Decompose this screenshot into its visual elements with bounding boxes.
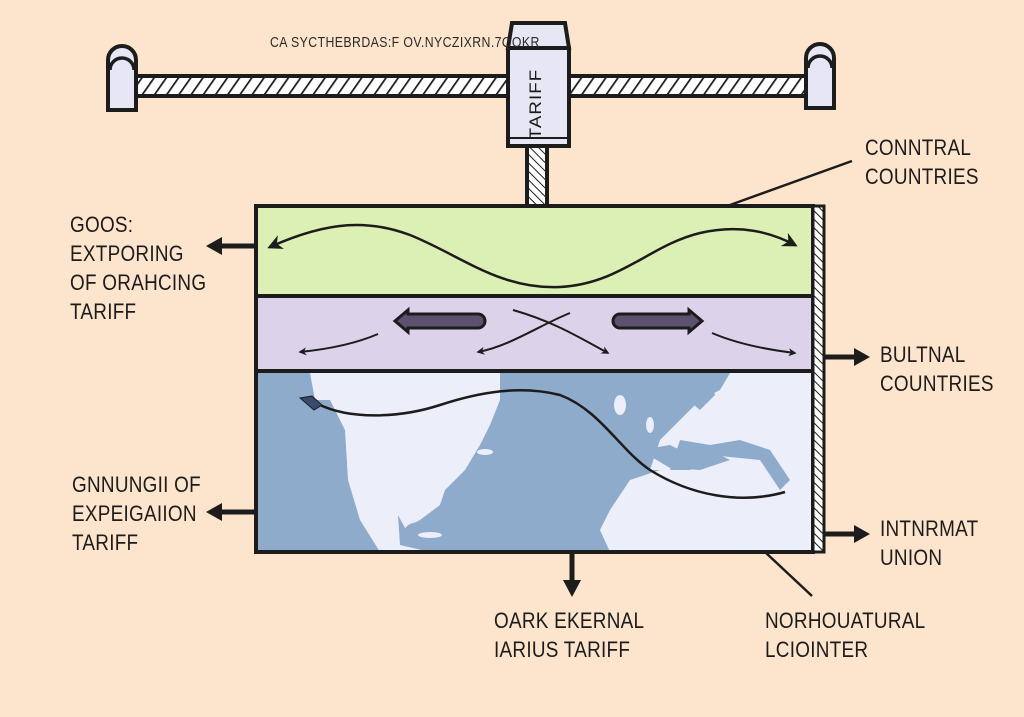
label-line: GOOS: <box>70 212 134 237</box>
label-line: EXTPORING <box>70 241 184 266</box>
trade-route-line <box>317 389 786 499</box>
label-line: INTNRMAT <box>880 516 979 541</box>
left-post-icon <box>106 44 138 112</box>
trade-pill-right-icon <box>611 306 705 336</box>
cross-arrow-1 <box>512 309 610 354</box>
label-line: OF ORAHCING <box>70 270 207 295</box>
label-goods-exporting: GOOS: EXTPORING OF ORAHCING TARIFF <box>70 210 206 326</box>
leader-central <box>729 159 853 207</box>
label-common-external-tariff: OARK EKERNAL IARIUS TARIFF <box>494 606 644 664</box>
ship-icon <box>298 395 323 411</box>
leader-north <box>764 551 813 597</box>
label-line: IARIUS TARIFF <box>494 637 631 662</box>
label-line: NORHOUATURAL <box>765 608 926 633</box>
curve-arrow-left <box>298 333 379 356</box>
arrow-left-change-expedition <box>206 503 256 521</box>
label-line: UNION <box>880 545 943 570</box>
label-line: CONNTRAL <box>865 135 972 160</box>
arrow-left-goods-exporting <box>206 237 256 255</box>
label-line: EXPEIGAIION <box>72 501 197 526</box>
arrow-down-common-external <box>563 552 581 597</box>
label-central-countries: CONNTRAL COUNTRIES <box>865 133 979 191</box>
label-line: TARIFF <box>72 530 139 555</box>
gate-sign-label: TARIFF <box>526 68 545 140</box>
trade-pill-left-icon <box>392 306 487 336</box>
label-line: BULTNAL <box>880 342 966 367</box>
label-line: LCIOINTER <box>765 637 869 662</box>
top-caption: CA SYCTHEBRDAS:F OV.NYCZIXRN.7QOKR <box>270 34 540 51</box>
wave-arrow-top <box>267 223 798 289</box>
tariff-booth <box>505 21 572 148</box>
right-post-icon <box>804 42 836 110</box>
label-line: GNNUNGII OF <box>72 472 201 497</box>
label-internal-union: INTNRMAT UNION <box>880 514 978 572</box>
gate-pole <box>525 144 549 210</box>
label-line: COUNTRIES <box>865 164 979 189</box>
label-north-cultural: NORHOUATURAL LCIOINTER <box>765 606 925 664</box>
label-line: COUNTRIES <box>880 371 994 396</box>
label-change-expedition: GNNUNGII OF EXPEIGAIION TARIFF <box>72 470 201 557</box>
cross-arrow-2 <box>476 312 571 355</box>
barrier-arm <box>133 74 812 98</box>
arrow-right-internal <box>824 525 870 543</box>
band-top <box>256 206 813 296</box>
barrier-gate <box>106 21 836 210</box>
label-line: TARIFF <box>70 299 137 324</box>
map-highlights <box>418 395 654 538</box>
hatched-border <box>811 204 826 554</box>
label-line: OARK EKERNAL <box>494 608 645 633</box>
arrow-right-external <box>824 348 870 366</box>
curve-arrow-right <box>711 332 797 357</box>
label-external-countries: BULTNAL COUNTRIES <box>880 340 994 398</box>
world-map <box>258 373 790 550</box>
band-middle <box>256 296 813 371</box>
